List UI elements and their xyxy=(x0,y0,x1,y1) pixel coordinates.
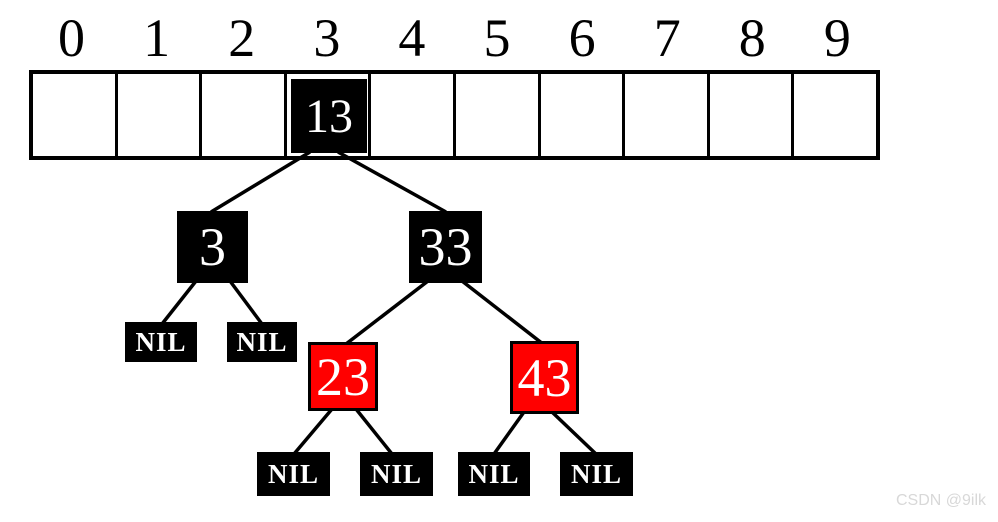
tree-edge-23-nil-l xyxy=(292,407,334,456)
tree-edge-3-nil-r xyxy=(228,279,264,326)
nil-node-2: NIL xyxy=(227,322,297,362)
array-cell-1 xyxy=(118,74,203,156)
nil-node-5: NIL xyxy=(458,452,530,496)
tree-edge-43-nil-r xyxy=(550,410,598,456)
tree-node-13-bucket: 13 xyxy=(291,79,367,153)
array-index-5: 5 xyxy=(483,8,511,68)
tree-edge-33-23 xyxy=(344,279,430,346)
array-index-4: 4 xyxy=(398,8,426,68)
tree-node-23: 23 xyxy=(308,342,378,411)
array-cell-2 xyxy=(202,74,287,156)
tree-node-43: 43 xyxy=(510,341,579,414)
tree-edge-43-nil-l xyxy=(492,410,526,456)
array-index-9: 9 xyxy=(823,8,851,68)
watermark: CSDN @9ilk xyxy=(895,492,986,509)
array-cell-0 xyxy=(33,74,118,156)
nil-node-3: NIL xyxy=(257,452,330,496)
tree-edge-13-33 xyxy=(337,150,447,214)
tree-node-3: 3 xyxy=(177,211,248,283)
array-index-8: 8 xyxy=(738,8,766,68)
array-index-3: 3 xyxy=(313,8,341,68)
array-cell-6 xyxy=(541,74,626,156)
array-cell-8 xyxy=(710,74,795,156)
tree-edge-3-nil-l xyxy=(160,279,198,326)
array-index-6: 6 xyxy=(568,8,596,68)
nil-node-4: NIL xyxy=(360,452,433,496)
tree-edge-13-3 xyxy=(210,150,311,214)
array-index-7: 7 xyxy=(653,8,681,68)
array-cell-5 xyxy=(456,74,541,156)
tree-node-33: 33 xyxy=(409,211,482,283)
nil-node-6: NIL xyxy=(560,452,633,496)
array-index-0: 0 xyxy=(58,8,86,68)
array-index-row: 0 1 2 3 4 5 6 7 8 9 xyxy=(29,8,880,68)
tree-edge-33-43 xyxy=(460,279,545,346)
nil-node-1: NIL xyxy=(125,322,197,362)
array-cell-7 xyxy=(625,74,710,156)
array-cell-3 xyxy=(287,74,372,156)
tree-edge-23-nil-r xyxy=(354,407,394,456)
array-index-1: 1 xyxy=(143,8,171,68)
array-cell-4 xyxy=(371,74,456,156)
hash-table-array xyxy=(29,70,880,160)
array-index-2: 2 xyxy=(228,8,256,68)
